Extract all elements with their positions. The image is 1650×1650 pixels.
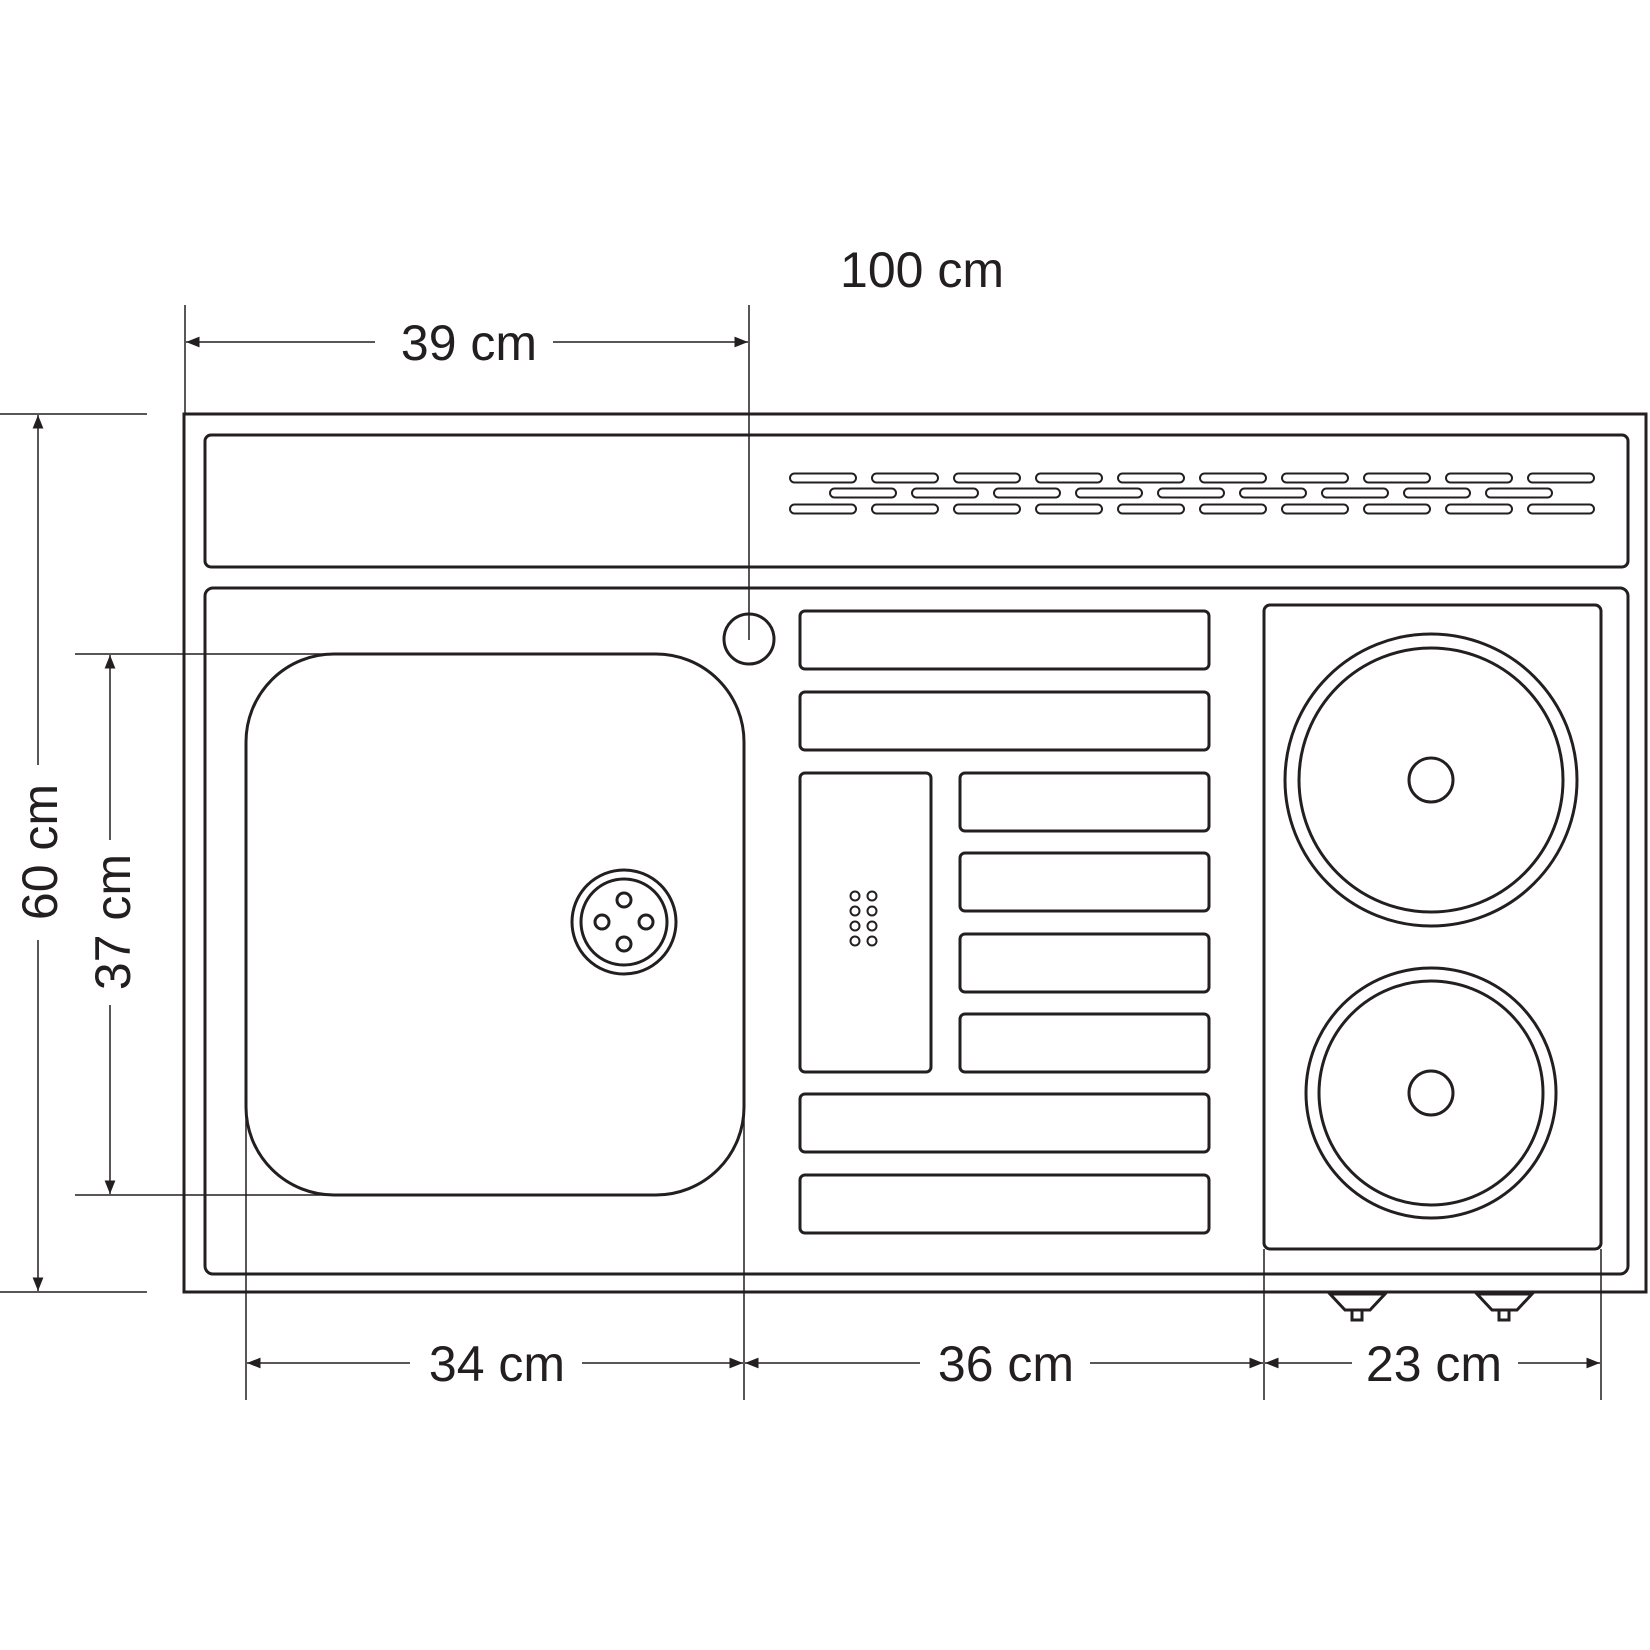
- left-width-label: 39 cm: [401, 315, 537, 371]
- drainer-hole: [866, 905, 878, 917]
- drainer-holes: [849, 890, 878, 947]
- vent-slot: [1199, 503, 1267, 515]
- drainer-groove: [958, 851, 1211, 913]
- sink-depth-dimension: 37 cm: [75, 653, 325, 1196]
- total-width-label: 100 cm: [840, 242, 1004, 298]
- drainer-slot: [798, 771, 933, 1074]
- vent-slots: [789, 472, 1595, 515]
- drainer-groove: [958, 1012, 1211, 1074]
- drainer-width-label: 36 cm: [938, 1336, 1074, 1392]
- drainer-groove: [958, 771, 1211, 833]
- sink-bowl: [244, 652, 746, 1197]
- vent-slot: [1527, 472, 1595, 484]
- vent-slot: [1239, 487, 1307, 499]
- drainer-groove: [958, 932, 1211, 994]
- vent-slot: [1445, 503, 1513, 515]
- vent-slot: [1363, 503, 1431, 515]
- vent-slot: [1117, 503, 1185, 515]
- unit-outline: [182, 412, 1648, 1294]
- drainer-groove: [798, 690, 1211, 752]
- vent-slot: [1035, 503, 1103, 515]
- vent-slot: [953, 503, 1021, 515]
- sink-drain: [570, 868, 678, 976]
- drainer-width-dimension: 36 cm: [745, 1336, 1263, 1392]
- hotplate-large: [1283, 632, 1579, 928]
- control-knob: [1326, 1292, 1389, 1322]
- vent-slot: [1527, 503, 1595, 515]
- drainer-hole: [866, 935, 878, 947]
- total-depth-dimension: 60 cm: [0, 413, 147, 1293]
- drainer-groove: [798, 609, 1211, 671]
- vent-slot: [993, 487, 1061, 499]
- vent-slot: [1075, 487, 1143, 499]
- worktop-panel: [203, 586, 1630, 1276]
- vent-slot: [871, 503, 939, 515]
- vent-slot: [789, 472, 857, 484]
- vent-slot: [911, 487, 979, 499]
- vent-slot: [1199, 472, 1267, 484]
- vent-slot: [1445, 472, 1513, 484]
- tap-hole: [722, 612, 776, 666]
- drainer-groove: [798, 1092, 1211, 1154]
- drainer-hole: [866, 920, 878, 932]
- vent-slot: [1485, 487, 1553, 499]
- left-width-dimension: 39 cm: [184, 305, 750, 640]
- drainer-area: [798, 609, 1211, 1235]
- hotplate-small: [1304, 966, 1558, 1220]
- drainer-hole: [849, 935, 861, 947]
- total-depth-label: 60 cm: [12, 784, 68, 920]
- drainer-hole: [849, 905, 861, 917]
- sink-depth-label: 37 cm: [85, 854, 141, 990]
- back-panel: [203, 433, 1630, 569]
- control-knob: [1473, 1292, 1536, 1322]
- vent-slot: [1035, 472, 1103, 484]
- vent-slot: [871, 472, 939, 484]
- bottom-dimension-extensions: [245, 1100, 1602, 1400]
- vent-slot: [789, 503, 857, 515]
- vent-slot: [1321, 487, 1389, 499]
- vent-slot: [1157, 487, 1225, 499]
- sink-width-label: 34 cm: [429, 1336, 565, 1392]
- hob-width-dimension: 23 cm: [1265, 1336, 1600, 1392]
- vent-slot: [1403, 487, 1471, 499]
- vent-slot: [1281, 503, 1349, 515]
- vent-slot: [1117, 472, 1185, 484]
- hob-width-label: 23 cm: [1366, 1336, 1502, 1392]
- vent-slot: [829, 487, 897, 499]
- hob-panel: [1262, 603, 1603, 1251]
- drainer-hole: [849, 890, 861, 902]
- vent-slot: [953, 472, 1021, 484]
- vent-slot: [1363, 472, 1431, 484]
- drainer-hole: [849, 920, 861, 932]
- drainer-groove: [798, 1173, 1211, 1235]
- drainer-hole: [866, 890, 878, 902]
- sink-width-dimension: 34 cm: [247, 1336, 743, 1392]
- vent-slot: [1281, 472, 1349, 484]
